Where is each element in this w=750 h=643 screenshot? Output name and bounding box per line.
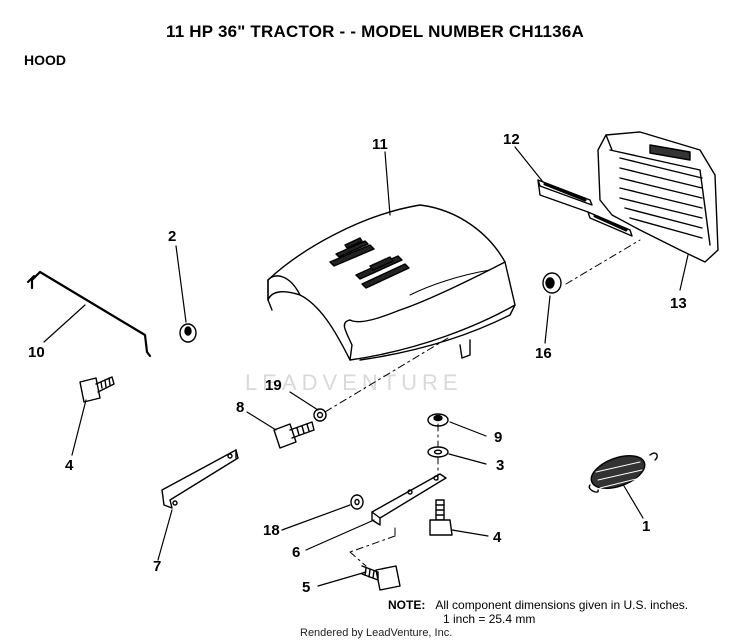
callout-3: 3 (496, 457, 505, 474)
rendered-by-footer: Rendered by LeadVenture, Inc. (300, 627, 453, 639)
dimension-note: NOTE: All component dimensions given in U… (388, 598, 688, 626)
watermark: LEADVENTURE (245, 370, 463, 395)
note-line-2: 1 inch = 25.4 mm (443, 612, 536, 626)
callout-1: 1 (642, 518, 651, 535)
callout-9: 9 (494, 429, 503, 446)
bolt-part-4-right (429, 499, 453, 536)
callout-18: 18 (263, 522, 280, 539)
hood-rod-part (27, 270, 152, 358)
callout-19: 19 (265, 377, 282, 394)
section-label: HOOD (24, 52, 66, 68)
nut-part-2 (179, 323, 197, 343)
callout-10: 10 (28, 344, 45, 361)
bushing-part (542, 272, 562, 294)
grille-part (597, 131, 719, 263)
support-bracket-part-6 (371, 473, 447, 526)
lock-washer-part (313, 408, 327, 422)
hood-part (267, 204, 516, 361)
callout-11: 11 (372, 136, 388, 153)
callout-13: 13 (670, 295, 687, 312)
callout-16: 16 (535, 345, 552, 362)
grille-bracket-part (537, 179, 633, 237)
bolt-part-8 (273, 421, 315, 449)
callout-2: 2 (168, 228, 177, 245)
diagram-title: 11 HP 36" TRACTOR - - MODEL NUMBER CH113… (166, 22, 584, 41)
note-line-1: All component dimensions given in U.S. i… (435, 598, 689, 612)
callout-4-left: 4 (65, 457, 74, 474)
bolt-part-5 (361, 565, 401, 591)
callout-12: 12 (503, 131, 520, 148)
callout-7: 7 (153, 558, 162, 575)
washer-part-18 (350, 494, 364, 510)
support-bracket-part-7 (161, 449, 239, 509)
callout-8: 8 (236, 399, 245, 416)
callout-4-right: 4 (493, 529, 502, 546)
callout-5: 5 (302, 579, 311, 596)
spring-part (588, 452, 658, 493)
callout-6: 6 (292, 544, 301, 561)
note-label: NOTE: (388, 598, 426, 612)
bolt-part-4-left (79, 376, 115, 403)
washer-part-3 (427, 446, 449, 458)
